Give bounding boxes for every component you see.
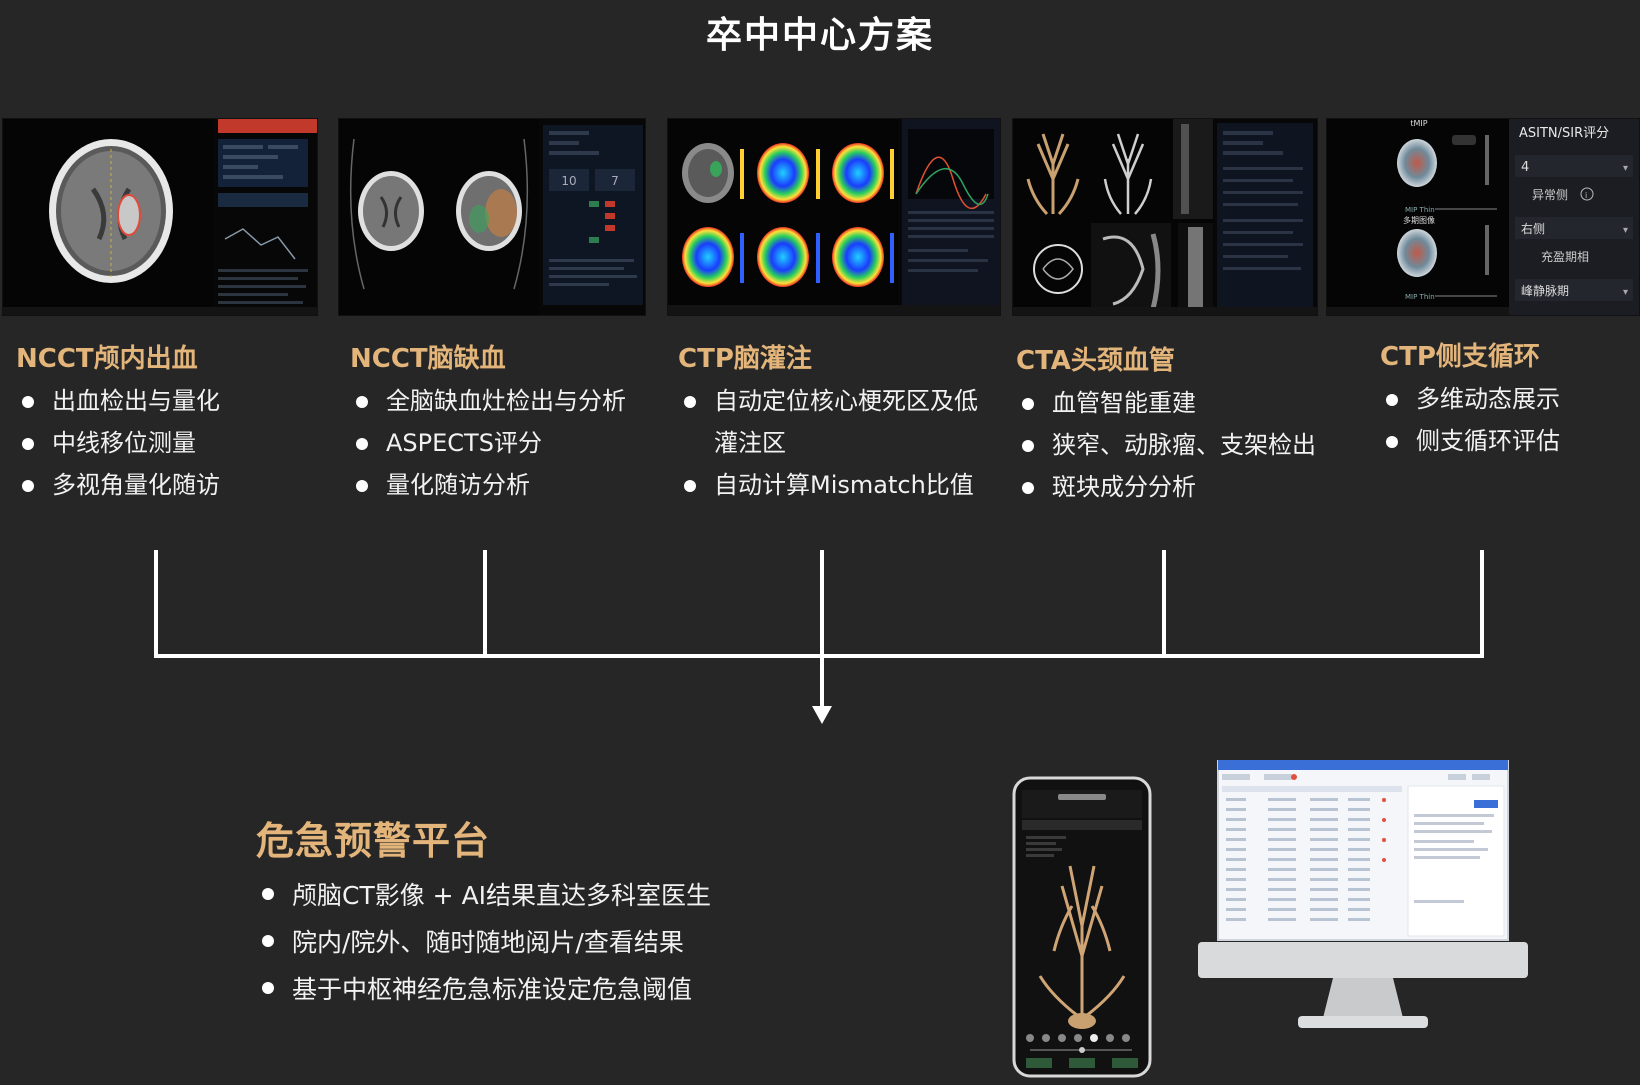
side-value[interactable]: 右侧 [1521, 221, 1545, 236]
bullet-dot-icon [262, 935, 274, 947]
module-bullets-ctp-collateral: 多维动态展示 侧支循环评估 [1382, 378, 1560, 462]
bullet-dot-icon [356, 438, 368, 450]
chevron-down-icon[interactable]: ▾ [1623, 225, 1628, 236]
ctp-collateral-image: tMIP MIP Thin 多期图像 MIP Thin ASITN/SIR评分 … [1327, 119, 1639, 315]
vessel-tree-left [1026, 133, 1080, 216]
vessel-tree-mid [1103, 133, 1153, 215]
cta-vessels-image [1013, 119, 1317, 315]
list-item: 血管智能重建 [1018, 382, 1316, 424]
list-item: 多视角量化随访 [18, 464, 220, 506]
aspects-left-score: 10 [561, 174, 576, 188]
thumbnail-ctp-collateral: tMIP MIP Thin 多期图像 MIP Thin ASITN/SIR评分 … [1326, 118, 1640, 316]
module-title-ncct-hemorrhage: NCCT颅内出血 [16, 344, 198, 374]
module-title-ctp-collateral: CTP侧支循环 [1380, 342, 1540, 372]
list-item: 量化随访分析 [352, 464, 626, 506]
hemorrhage-region [117, 194, 141, 236]
bullet-dot-icon [1022, 440, 1034, 452]
list-item: 院内/院外、随时随地阅片/查看结果 [258, 919, 711, 966]
phone-illustration [1012, 776, 1152, 1078]
svg-text:i: i [1585, 191, 1587, 200]
bullet-dot-icon [262, 888, 274, 900]
module-title-cta-vessels: CTA头颈血管 [1016, 346, 1175, 376]
monitor-illustration [1198, 759, 1528, 1028]
thumbnail-ncct-ischemia: 10 7 [338, 118, 646, 316]
mip-thin-label-bottom: MIP Thin [1405, 293, 1435, 301]
chevron-down-icon[interactable]: ▾ [1623, 287, 1628, 298]
bullet-dot-icon [356, 396, 368, 408]
bullet-dot-icon [22, 396, 34, 408]
bullet-dot-icon [262, 982, 274, 994]
ncct-hemorrhage-image [3, 119, 317, 315]
aspects-right-score: 7 [611, 174, 619, 188]
list-item: 多维动态展示 [1382, 378, 1560, 420]
list-item: 自动定位核心梗死区及低 [680, 380, 978, 422]
phone-mockup [1012, 776, 1152, 1078]
thumbnail-ncct-hemorrhage [2, 118, 318, 316]
monitor-table-rows [1222, 786, 1402, 921]
bullet-dot-icon [1022, 398, 1034, 410]
list-item-continuation: 灌注区 [714, 429, 786, 457]
asitn-score-value[interactable]: 4 [1521, 160, 1529, 175]
tmip-label: tMIP [1410, 119, 1427, 128]
module-bullets-cta-vessels: 血管智能重建 狭窄、动脉瘤、支架检出 斑块成分分析 [1018, 382, 1316, 508]
bullet-dot-icon [22, 438, 34, 450]
phase-value[interactable]: 峰静脉期 [1521, 283, 1569, 298]
alert-platform-title: 危急预警平台 [256, 819, 491, 863]
list-item: 侧支循环评估 [1382, 420, 1560, 462]
module-title-ctp-perfusion: CTP脑灌注 [678, 344, 812, 374]
list-item: 中线移位测量 [18, 422, 220, 464]
info-icon[interactable] [1580, 187, 1594, 201]
arrow-down-icon [812, 706, 832, 724]
multiphase-label: 多期图像 [1403, 215, 1435, 225]
chevron-down-icon[interactable]: ▾ [1623, 163, 1628, 174]
list-item: ASPECTS评分 [352, 422, 626, 464]
list-item: 出血检出与量化 [18, 380, 220, 422]
bullet-dot-icon [22, 480, 34, 492]
ischemia-overlay [485, 189, 517, 237]
ncct-ischemia-image: 10 7 [339, 119, 643, 315]
list-item: 自动计算Mismatch比值 [680, 464, 978, 506]
bullet-dot-icon [1386, 394, 1398, 406]
module-title-ncct-ischemia: NCCT脑缺血 [350, 344, 506, 374]
bullet-dot-icon [1386, 436, 1398, 448]
mip-thin-label-top: MIP Thin [1405, 206, 1435, 214]
ctp-perfusion-image [668, 119, 1000, 315]
list-item: 基于中枢神经危急标准设定危急阈值 [258, 966, 711, 1013]
list-item: 颅脑CT影像 + AI结果直达多科室医生 [258, 872, 711, 919]
module-bullets-ncct-ischemia: 全脑缺血灶检出与分析 ASPECTS评分 量化随访分析 [352, 380, 626, 506]
abnormal-side-label: 异常侧 [1532, 188, 1568, 202]
asitn-score-title: ASITN/SIR评分 [1519, 126, 1609, 141]
alert-platform-bullets: 颅脑CT影像 + AI结果直达多科室医生 院内/院外、随时随地阅片/查看结果 基… [258, 872, 711, 1013]
module-bullets-ncct-hemorrhage: 出血检出与量化 中线移位测量 多视角量化随访 [18, 380, 220, 506]
list-item: 全脑缺血灶检出与分析 [352, 380, 626, 422]
bullet-dot-icon [1022, 482, 1034, 494]
list-item: 狭窄、动脉瘤、支架检出 [1018, 424, 1316, 466]
thumbnail-ctp-perfusion [667, 118, 1001, 316]
page-title: 卒中中心方案 [705, 15, 934, 56]
thumbnail-cta-vessels [1012, 118, 1318, 316]
monitor-mockup [1198, 759, 1528, 1036]
module-bullets-ctp-perfusion: 自动定位核心梗死区及低 灌注区 自动计算Mismatch比值 [680, 380, 978, 506]
bullet-dot-icon [684, 396, 696, 408]
bullet-dot-icon [684, 480, 696, 492]
phone-vessel-render [1038, 865, 1126, 1018]
bullet-dot-icon [356, 480, 368, 492]
list-item: 斑块成分分析 [1018, 466, 1316, 508]
phase-label: 充盈期相 [1541, 249, 1589, 264]
